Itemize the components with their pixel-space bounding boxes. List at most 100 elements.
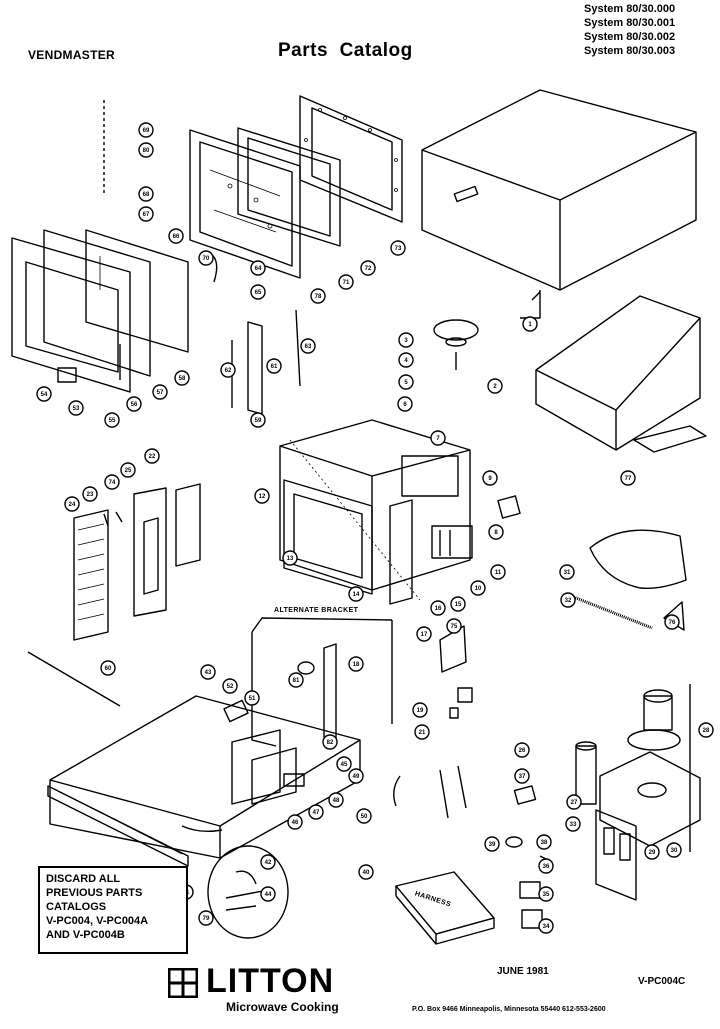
brand-label: VENDMASTER xyxy=(28,48,116,62)
callout-bubble xyxy=(430,430,446,446)
callout-bubble xyxy=(250,412,266,428)
callout-bubble xyxy=(348,656,364,672)
callout-14: 14 xyxy=(348,586,364,602)
callout-number: 65 xyxy=(255,290,262,296)
transformer-drawing xyxy=(223,699,305,805)
callout-bubble xyxy=(358,864,374,880)
callout-bubble xyxy=(138,206,154,222)
callout-bubble xyxy=(484,836,500,852)
callout-number: 59 xyxy=(255,418,262,424)
callout-number: 46 xyxy=(292,820,299,826)
callout-bubble xyxy=(398,332,414,348)
callout-number: 34 xyxy=(543,924,550,930)
callout-number: 53 xyxy=(73,406,80,412)
callout-40: 40 xyxy=(358,864,374,880)
callout-34: 34 xyxy=(538,918,554,934)
callout-45: 45 xyxy=(336,756,352,772)
callout-number: 25 xyxy=(125,468,132,474)
callout-bubble xyxy=(664,614,680,630)
callout-bubble xyxy=(338,274,354,290)
callout-12: 12 xyxy=(254,488,270,504)
callout-number: 23 xyxy=(87,492,94,498)
callout-82: 82 xyxy=(322,734,338,750)
stirrer-assembly-drawing xyxy=(433,319,479,370)
callout-number: 50 xyxy=(361,814,368,820)
callout-54: 54 xyxy=(36,386,52,402)
callout-7: 7 xyxy=(430,430,446,446)
callout-number: 28 xyxy=(703,728,710,734)
litton-logo-icon xyxy=(168,968,198,998)
callout-bubble xyxy=(254,488,270,504)
callout-number: 73 xyxy=(395,246,402,252)
callout-47: 47 xyxy=(308,804,324,820)
page-title: Parts Catalog xyxy=(278,40,413,61)
callout-bubble xyxy=(282,550,298,566)
callout-48: 48 xyxy=(328,792,344,808)
callout-36: 36 xyxy=(538,858,554,874)
callout-bubble xyxy=(126,396,142,412)
callout-bubble xyxy=(104,474,120,490)
callout-31: 31 xyxy=(559,564,575,580)
callout-71: 71 xyxy=(338,274,354,290)
callout-16: 16 xyxy=(430,600,446,616)
callout-number: 10 xyxy=(475,586,482,592)
callout-26: 26 xyxy=(514,742,530,758)
callout-49: 49 xyxy=(348,768,364,784)
callout-bubble xyxy=(666,842,682,858)
callout-bubble xyxy=(64,496,80,512)
callout-bubble xyxy=(398,352,414,368)
callout-number: 54 xyxy=(41,392,48,398)
callout-number: 18 xyxy=(353,662,360,668)
callout-bubble xyxy=(200,664,216,680)
callout-number: 58 xyxy=(179,376,186,382)
callout-bubble xyxy=(152,384,168,400)
callout-53: 53 xyxy=(68,400,84,416)
callout-bubble xyxy=(288,672,304,688)
callout-bubble xyxy=(644,844,660,860)
callout-25: 25 xyxy=(120,462,136,478)
system-item: System 80/30.003 xyxy=(584,45,676,57)
callout-number: 49 xyxy=(353,774,360,780)
callout-46: 46 xyxy=(287,814,303,830)
callout-bubble xyxy=(487,378,503,394)
callout-bubble xyxy=(536,834,552,850)
callout-15: 15 xyxy=(450,596,466,612)
callout-76: 76 xyxy=(664,614,680,630)
callout-bubble xyxy=(138,142,154,158)
callout-bubble xyxy=(336,756,352,772)
callout-bubble xyxy=(348,586,364,602)
callout-number: 55 xyxy=(109,418,116,424)
callout-17: 17 xyxy=(416,626,432,642)
callout-bubble xyxy=(416,626,432,642)
callout-bubble xyxy=(348,768,364,784)
callout-bubble xyxy=(287,814,303,830)
callout-bubble xyxy=(82,486,98,502)
callout-51: 51 xyxy=(244,690,260,706)
callout-number: 79 xyxy=(203,916,210,922)
callout-number: 9 xyxy=(488,476,492,482)
callout-55: 55 xyxy=(104,412,120,428)
callout-72: 72 xyxy=(360,260,376,276)
callout-18: 18 xyxy=(348,656,364,672)
callout-73: 73 xyxy=(390,240,406,256)
callout-number: 8 xyxy=(494,530,498,536)
callout-bubble xyxy=(482,470,498,486)
callout-bubble xyxy=(198,250,214,266)
callout-bubble xyxy=(168,228,184,244)
callout-number: 14 xyxy=(353,592,360,598)
callout-61: 61 xyxy=(266,358,282,374)
callout-bubble xyxy=(559,564,575,580)
callout-number: 42 xyxy=(265,860,272,866)
top-cover-drawing xyxy=(535,295,707,453)
callout-number: 48 xyxy=(333,798,340,804)
callout-number: 68 xyxy=(143,192,150,198)
callout-number: 71 xyxy=(343,280,350,286)
callout-22: 22 xyxy=(144,448,160,464)
callout-number: 31 xyxy=(564,570,571,576)
callout-bubble xyxy=(390,240,406,256)
callout-number: 77 xyxy=(625,476,632,482)
callout-59: 59 xyxy=(250,412,266,428)
callout-81: 81 xyxy=(288,672,304,688)
callout-number: 81 xyxy=(293,678,300,684)
callout-2: 2 xyxy=(487,378,503,394)
